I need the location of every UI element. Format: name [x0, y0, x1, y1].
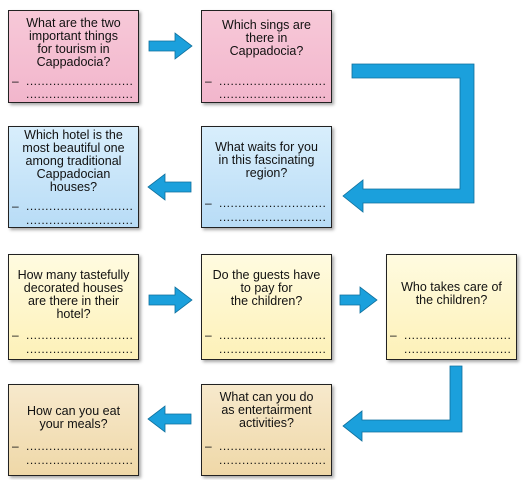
- answer-line-1[interactable]: –......................................: [12, 440, 132, 452]
- answer-line-2[interactable]: ......................................: [219, 88, 325, 100]
- arrow-right-3-icon: [339, 286, 378, 314]
- arrow-left-1-icon: [147, 173, 192, 201]
- answer-line-2[interactable]: ......................................: [219, 454, 325, 466]
- arrow-turn-left-icon: [342, 365, 463, 442]
- answer-line-1[interactable]: –......................................: [205, 329, 325, 341]
- arrow-turn-down-left-icon: [342, 63, 475, 213]
- arrow-right-1-icon: [148, 32, 193, 60]
- answer-line-1[interactable]: –......................................: [205, 440, 325, 452]
- answer-line-2[interactable]: ......................................: [404, 343, 510, 355]
- answer-line-1[interactable]: –......................................: [205, 197, 325, 209]
- answer-line-1[interactable]: –......................................: [12, 200, 132, 212]
- answer-line-2[interactable]: ......................................: [26, 343, 132, 355]
- arrow-right-2-icon: [148, 286, 193, 314]
- answer-line-1[interactable]: –......................................: [12, 75, 132, 87]
- answer-line-1[interactable]: –......................................: [12, 329, 132, 341]
- arrow-left-2-icon: [147, 405, 192, 433]
- answer-line-2[interactable]: ......................................: [219, 343, 325, 355]
- answer-line-2[interactable]: ......................................: [26, 214, 132, 226]
- answer-line-1[interactable]: –......................................: [390, 329, 510, 341]
- answer-line-2[interactable]: ......................................: [26, 88, 132, 100]
- answer-line-2[interactable]: ......................................: [219, 211, 325, 223]
- answer-line-1[interactable]: –......................................: [205, 75, 325, 87]
- answer-line-2[interactable]: ......................................: [26, 454, 132, 466]
